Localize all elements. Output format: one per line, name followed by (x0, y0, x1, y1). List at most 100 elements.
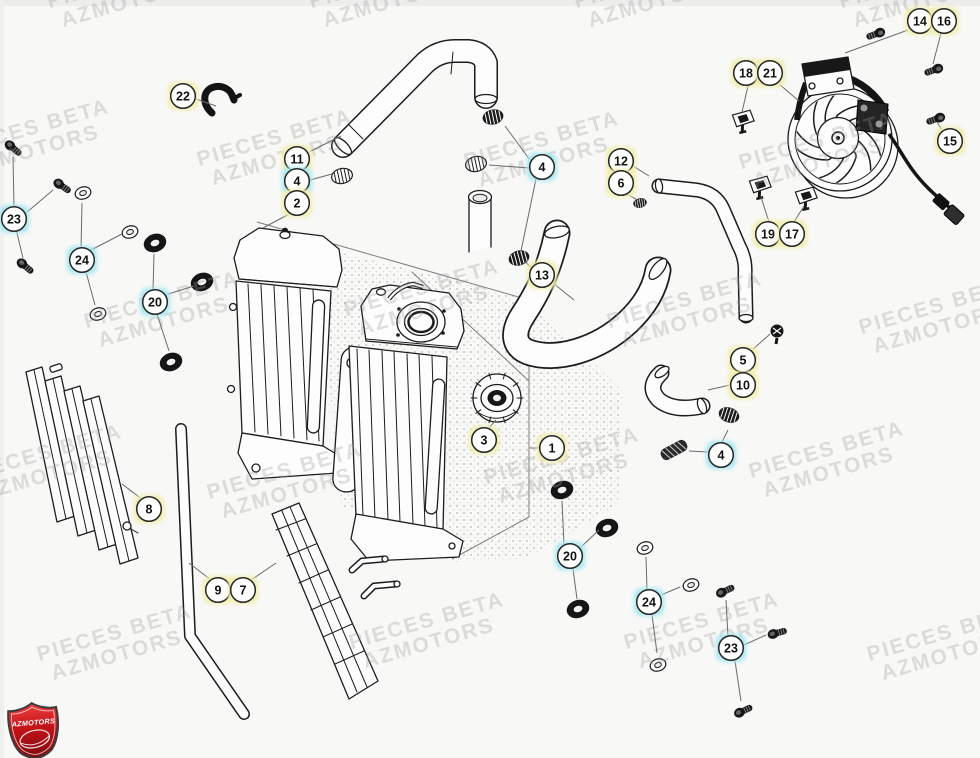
callout-19[interactable]: 19 (753, 220, 783, 248)
callout-circle[interactable] (930, 7, 958, 35)
brand-logo[interactable]: AZMOTORS (7, 701, 61, 758)
callout-number: 19 (761, 228, 775, 242)
leader-line (734, 660, 742, 702)
leader-line (488, 164, 530, 169)
callout-20[interactable]: 20 (555, 542, 585, 570)
callout-number: 2 (294, 197, 301, 211)
leader-line (250, 562, 277, 581)
callout-circle[interactable] (538, 434, 566, 462)
callout-circle[interactable] (707, 441, 735, 469)
callout-15[interactable]: 15 (935, 127, 965, 155)
callout-number: 3 (481, 434, 488, 448)
callout-3[interactable]: 3 (469, 426, 499, 454)
callout-24[interactable]: 24 (634, 588, 664, 616)
wire-connector (943, 204, 965, 225)
callout-circle[interactable] (556, 542, 584, 570)
callout-circle[interactable] (135, 495, 163, 523)
callout-number: 24 (75, 254, 89, 268)
callout-16[interactable]: 16 (929, 7, 959, 35)
leader-line (152, 253, 155, 292)
callout-24[interactable]: 24 (67, 246, 97, 274)
leader-line (308, 135, 342, 153)
callout-18[interactable]: 18 (731, 59, 761, 87)
callout-20[interactable]: 20 (140, 288, 170, 316)
parts-layer (2, 25, 965, 720)
leader-line (12, 156, 15, 209)
leader-line (561, 500, 565, 545)
callout-number: 14 (913, 15, 927, 29)
logo-oval (19, 729, 51, 749)
callout-circle[interactable] (936, 127, 964, 155)
callout-number: 16 (937, 15, 951, 29)
callout-number: 10 (736, 379, 750, 393)
callout-circle[interactable] (717, 634, 745, 662)
wire-connector (932, 193, 950, 210)
radiator-left (226, 227, 343, 480)
callout-23[interactable]: 23 (716, 634, 746, 662)
leader-line (844, 29, 909, 54)
callout-8[interactable]: 8 (134, 495, 164, 523)
u-hose (502, 219, 672, 369)
callout-circle[interactable] (729, 371, 757, 399)
top-edge-band (0, 0, 980, 6)
callout-number: 13 (535, 269, 549, 283)
callout-17[interactable]: 17 (777, 220, 807, 248)
callout-number: 8 (146, 503, 153, 517)
callout-number: 12 (614, 155, 628, 169)
upper-hose (331, 39, 498, 158)
radiator-cap (470, 372, 524, 424)
callout-circle[interactable] (229, 576, 257, 604)
wire-clip (201, 82, 242, 117)
callout-number: 5 (740, 354, 747, 368)
callout-circle[interactable] (0, 205, 28, 233)
callout-1[interactable]: 1 (537, 434, 567, 462)
leader-line (520, 178, 537, 252)
callout-circle[interactable] (528, 153, 556, 181)
callout-number: 9 (215, 584, 222, 598)
leader-line (725, 599, 729, 637)
callout-10[interactable]: 10 (728, 371, 758, 399)
callout-21[interactable]: 21 (755, 59, 785, 87)
callout-number: 20 (148, 296, 162, 310)
callout-circle[interactable] (756, 59, 784, 87)
callout-13[interactable]: 13 (527, 261, 557, 289)
callout-12[interactable]: 12 (606, 147, 636, 175)
callout-number: 21 (763, 67, 777, 81)
callout-9[interactable]: 9 (203, 576, 233, 604)
callout-number: 4 (718, 449, 725, 463)
callout-circle[interactable] (68, 246, 96, 274)
callout-number: 15 (943, 135, 957, 149)
callout-circle[interactable] (141, 288, 169, 316)
leader-line (760, 196, 770, 223)
callout-4[interactable]: 4 (706, 441, 736, 469)
callout-11[interactable]: 11 (282, 145, 312, 173)
plug (770, 324, 784, 345)
leader-line (793, 205, 805, 223)
callout-22[interactable]: 22 (168, 82, 198, 110)
callout-2[interactable]: 2 (282, 189, 312, 217)
leader-line (80, 202, 83, 250)
callout-circle[interactable] (283, 189, 311, 217)
callout-circle[interactable] (635, 588, 663, 616)
callout-6[interactable]: 6 (606, 169, 636, 197)
callout-number: 24 (642, 596, 656, 610)
leader-line (504, 125, 531, 161)
leader-line (778, 83, 800, 102)
callout-7[interactable]: 7 (228, 576, 258, 604)
leader-line (645, 556, 648, 591)
callout-circle[interactable] (778, 220, 806, 248)
short-hose (644, 364, 711, 417)
filler-pipe (467, 189, 493, 253)
leader-line (15, 228, 24, 259)
callout-circle[interactable] (470, 426, 498, 454)
callout-circle[interactable] (169, 82, 197, 110)
callout-circle[interactable] (607, 169, 635, 197)
callout-5[interactable]: 5 (728, 346, 758, 374)
callout-4[interactable]: 4 (527, 153, 557, 181)
leader-line (660, 586, 681, 596)
callout-23[interactable]: 23 (0, 205, 29, 233)
leader-line (164, 285, 195, 296)
callout-circle[interactable] (528, 261, 556, 289)
callout-number: 4 (294, 175, 301, 189)
